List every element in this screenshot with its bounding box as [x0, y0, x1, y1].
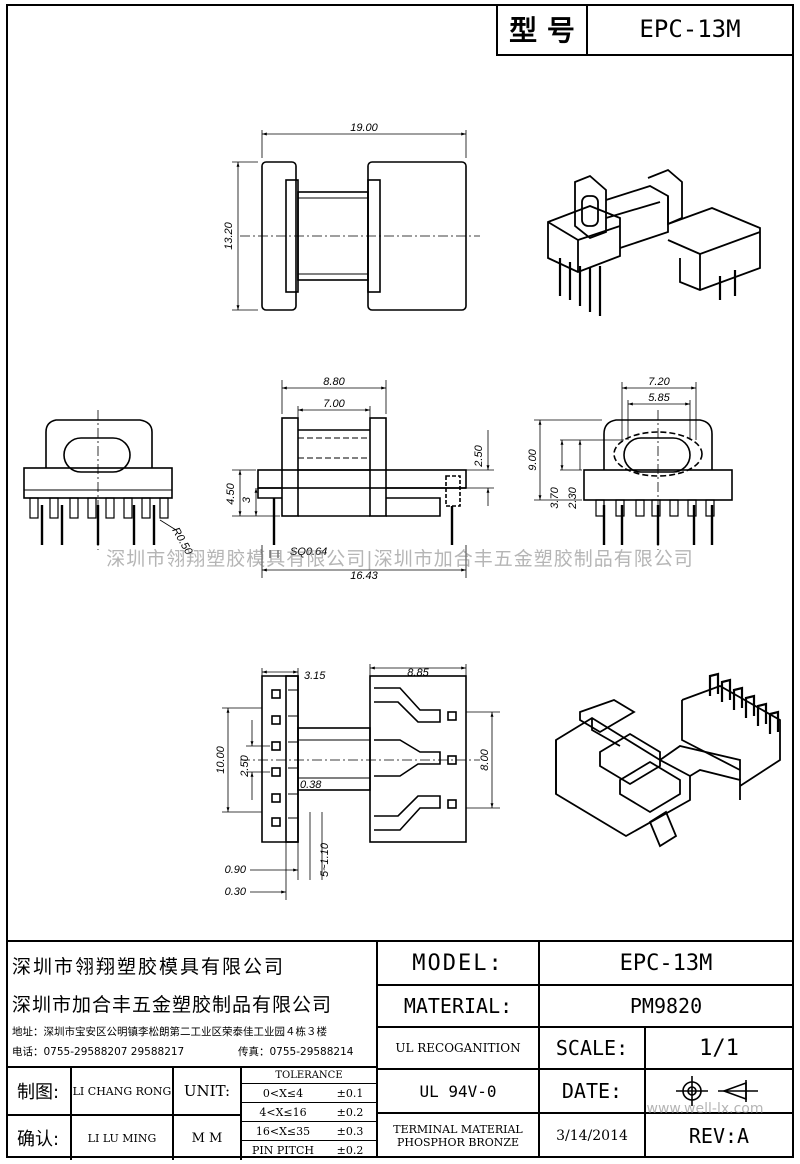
material-value: PM9820: [629, 994, 703, 1018]
tolerance-value: ±0.3: [324, 1122, 376, 1141]
dim-text: 7.20: [648, 376, 670, 388]
technical-drawing: 19.00 13.20 8.80 7.00 2.50 4.50 3 SQ0.64…: [23, 122, 781, 900]
terminal-value: PHOSPHOR BRONZE: [396, 1136, 520, 1149]
dim-text: 3.15: [304, 670, 326, 682]
dim-text: 13.20: [223, 221, 235, 249]
ul-label: UL RECOGANITION: [395, 1041, 521, 1055]
spec-table: MODEL: EPC-13M MATERIAL: PM9820 UL RECOG…: [378, 942, 792, 1158]
dim-text: 3: [241, 496, 253, 503]
dim-text: 5.85: [648, 392, 670, 404]
material-label: MATERIAL:: [403, 994, 513, 1018]
type-label: 型 号: [498, 4, 588, 54]
check-label: 确认:: [16, 1129, 60, 1150]
iso-view-bottom: [555, 672, 781, 848]
dim-text: 0.38: [300, 779, 322, 791]
iso-view-top: [547, 168, 761, 316]
bottom-view: [222, 664, 500, 900]
company-phone: 电话：0755-29588207 29588217: [12, 1045, 185, 1058]
dim-text: 8.85: [407, 667, 429, 679]
company-name-1: 深圳市翎翔塑胶模具有限公司: [12, 955, 286, 978]
dim-text: 10.00: [215, 745, 227, 773]
dim-text: 5~1.10: [319, 842, 331, 877]
dim-text: SQ0.64: [290, 546, 327, 558]
dim-text: 4.50: [225, 482, 237, 504]
watermark: 深圳市翎翔塑胶模具有限公司|深圳市加合丰五金塑胶制品有限公司: [106, 547, 694, 570]
dim-text: 7.00: [323, 398, 345, 410]
ul-value: UL 94V-0: [419, 1081, 497, 1101]
side-view-left: [23, 410, 177, 550]
date-label: DATE:: [561, 1079, 623, 1103]
date-value: 3/14/2014: [556, 1128, 628, 1144]
approval-grid: 制图: LI CHANG RONG 确认: LI LU MING UNIT: M…: [6, 1066, 376, 1160]
rev-value: REV:A: [688, 1124, 750, 1148]
side-view-right: [534, 382, 733, 550]
top-view: [232, 130, 480, 311]
tolerance-range: 16<X≤35: [242, 1122, 324, 1141]
projection-symbol: [646, 1070, 792, 1112]
scale-label: SCALE:: [555, 1036, 629, 1060]
tolerance-value: ±0.1: [324, 1084, 376, 1103]
tolerance-title: TOLERANCE: [242, 1068, 376, 1084]
check-value: LI LU MING: [87, 1131, 157, 1145]
dim-text: 8.80: [323, 376, 345, 388]
company-address: 地址：深圳市宝安区公明镇李松朗第二工业区荣泰佳工业园４栋３楼: [12, 1025, 327, 1038]
model-value: EPC-13M: [619, 950, 713, 976]
header-model: EPC-13M: [639, 15, 741, 43]
dim-text: 2.50: [239, 754, 251, 777]
side-view-center: [232, 380, 494, 578]
dim-text: 2.50: [473, 444, 485, 467]
dim-text: 0.30: [225, 886, 247, 898]
model-label: MODEL:: [412, 950, 504, 976]
company-name-2: 深圳市加合丰五金塑胶制品有限公司: [12, 993, 333, 1016]
dim-text: 2.30: [567, 486, 579, 509]
unit-value: M M: [191, 1130, 223, 1146]
third-angle-projection-icon: [676, 1076, 758, 1106]
drawn-label: 制图:: [16, 1082, 60, 1103]
dim-text: 16.43: [350, 570, 378, 582]
tolerance-range: 0<X≤4: [242, 1084, 324, 1103]
unit-label: UNIT:: [183, 1082, 231, 1100]
dim-text: 0.90: [225, 864, 247, 876]
site-watermark: www.well-lx.com: [646, 1101, 764, 1117]
dim-text: 19.00: [350, 122, 378, 134]
tolerance-value: ±0.2: [324, 1103, 376, 1122]
dim-text: 9.00: [527, 448, 539, 470]
tolerance-table: TOLERANCE 0<X≤4 ±0.1 4<X≤16 ±0.2 16<X≤35…: [242, 1068, 376, 1160]
title-block: 深圳市翎翔塑胶模具有限公司 深圳市加合丰五金塑胶制品有限公司 地址：深圳市宝安区…: [6, 940, 794, 1160]
tolerance-range: 4<X≤16: [242, 1103, 324, 1122]
terminal-label: TERMINAL MATERIAL: [393, 1123, 523, 1136]
drawing-frame: [6, 4, 794, 1158]
drawn-value: LI CHANG RONG: [72, 1084, 172, 1098]
company-fax: 传真：0755-29588214: [238, 1045, 354, 1058]
header-model-box: 型 号 EPC-13M: [496, 4, 794, 56]
dim-text: 3.70: [549, 486, 561, 508]
tolerance-range: PIN PITCH: [252, 1144, 314, 1157]
tolerance-value: ±0.2: [336, 1144, 364, 1157]
scale-value: 1/1: [699, 1035, 739, 1061]
dim-text: 8.00: [479, 748, 491, 770]
